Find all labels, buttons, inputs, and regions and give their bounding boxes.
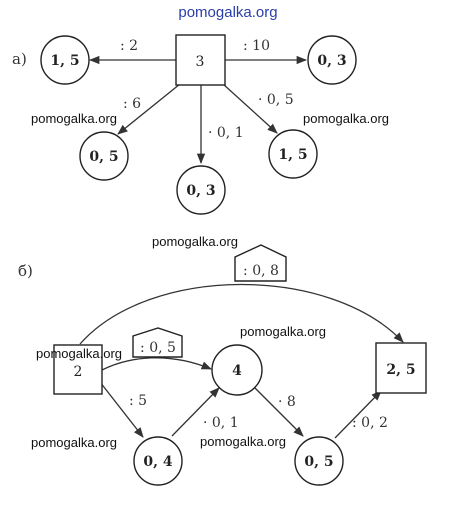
node-a-right-text: 0, 3 [317, 53, 346, 69]
part-a-label: а) [12, 50, 27, 68]
op-a-lower-right: · 0, 5 [258, 92, 294, 108]
node-b-end-text: 2, 5 [386, 362, 415, 378]
watermark-b-middle: pomogalka.org [240, 324, 326, 339]
part-b-label: б) [18, 262, 33, 280]
node-a-lower-right-text: 1, 5 [278, 147, 307, 163]
edge-b-start-to-middle [101, 357, 212, 371]
watermark-a-left: pomogalka.org [31, 111, 117, 126]
edge-b-middle-to-lower [254, 387, 304, 437]
edge-a-lower-left [117, 83, 181, 135]
watermark-b-lower-right: pomogalka.org [200, 434, 286, 449]
edge-b-lower-to-middle [171, 387, 220, 437]
node-b-lower-right-text: 0, 5 [304, 454, 333, 470]
node-a-left-text: 1, 5 [50, 53, 79, 69]
op-b-start-to-middle: : 0, 5 [140, 340, 176, 356]
op-a-left: : 2 [120, 38, 138, 54]
node-b-middle-text: 4 [232, 363, 242, 379]
house-label-small [132, 327, 183, 358]
node-b-lower-left [133, 436, 183, 486]
node-a-lower-left-text: 0, 5 [89, 149, 118, 165]
edge-a-lower-right [222, 83, 278, 134]
node-a-lower-left [79, 131, 129, 181]
node-b-start [53, 344, 103, 395]
node-b-lower-left-text: 0, 4 [143, 454, 172, 470]
op-a-lower-left: : 6 [123, 96, 141, 112]
op-b-start-to-lower: : 5 [129, 393, 147, 409]
edge-b-lower-to-end [334, 390, 382, 439]
node-a-center-text: 3 [196, 54, 205, 70]
node-a-bottom-text: 0, 3 [186, 183, 215, 199]
watermark-top: pomogalka.org [178, 4, 277, 21]
edge-b-top-arc [79, 283, 404, 345]
watermark-b-top: pomogalka.org [152, 234, 238, 249]
watermark-b-left: pomogalka.org [36, 346, 122, 361]
node-b-start-text: 2 [74, 364, 83, 380]
op-b-lower-to-end: : 0, 2 [352, 415, 388, 431]
op-b-lower-to-middle: · 0, 1 [203, 415, 239, 431]
node-a-left [40, 35, 90, 85]
node-b-end [375, 342, 427, 394]
node-a-lower-right [268, 129, 318, 179]
edge-b-start-to-lower [99, 381, 144, 438]
watermark-b-lower-left: pomogalka.org [31, 435, 117, 450]
node-a-right [307, 35, 357, 85]
op-a-right: : 10 [243, 38, 270, 54]
op-b-middle-to-lower: · 8 [278, 394, 296, 410]
house-label-top [234, 244, 287, 282]
watermark-a-right: pomogalka.org [303, 111, 389, 126]
op-b-top: : 0, 8 [243, 263, 279, 279]
node-b-lower-right [294, 436, 344, 486]
node-a-bottom [176, 165, 226, 215]
node-a-center [175, 34, 226, 86]
node-b-middle [211, 344, 263, 396]
op-a-bottom: · 0, 1 [208, 125, 244, 141]
